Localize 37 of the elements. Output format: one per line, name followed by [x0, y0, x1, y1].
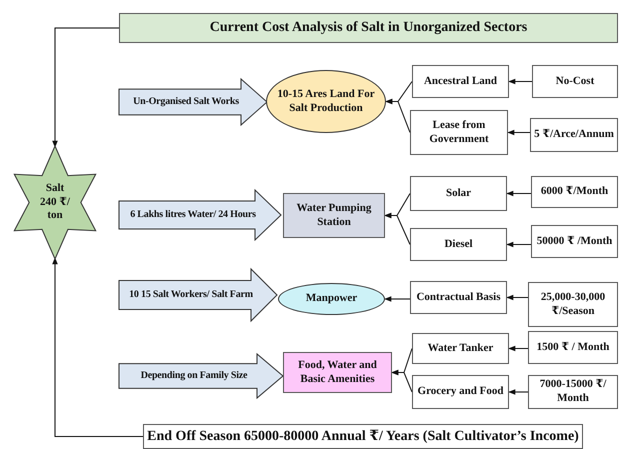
- ellipse-node: 10-15 Ares Land For Salt Production: [266, 70, 386, 133]
- connector-arrow: [506, 294, 528, 300]
- connector-arrow: [391, 370, 412, 392]
- connector-arrow: [508, 346, 528, 352]
- connector-arrow: [506, 190, 532, 196]
- process-box: Water Pumping Station: [283, 193, 385, 238]
- text-box: Diesel: [410, 228, 507, 261]
- text-box: 7000-15000 ₹/ Month: [528, 375, 618, 409]
- connector-arrow: [506, 242, 532, 248]
- text-box: 25,000-30,000 ₹/Season: [528, 282, 618, 327]
- pointed-banner: 6 Lakhs litres Water/ 24 Hours: [119, 190, 281, 240]
- text-box: 6000 ₹/Month: [531, 176, 618, 208]
- connector-arrow: [508, 78, 532, 84]
- text-box: Water Tanker: [412, 333, 509, 364]
- text-box: Grocery and Food: [412, 375, 509, 409]
- connector-arrow: [384, 296, 410, 302]
- connector-arrow: [385, 98, 410, 133]
- connector-arrow: [384, 212, 410, 245]
- income-box: End Off Season 65000-80000 Annual ₹/ Years (Salt Cultivator’s Income): [143, 424, 583, 449]
- connector-arrow: [507, 130, 530, 136]
- pointed-banner: Un-Organised Salt Works: [119, 79, 267, 125]
- connector-arrow: [52, 28, 120, 148]
- text-box: 1500 ₹ / Month: [528, 331, 618, 364]
- title-banner: Current Cost Analysis of Salt in Unorganized Sectors: [119, 13, 618, 43]
- connector-arrow: [52, 257, 144, 437]
- text-box: Contractual Basis: [410, 281, 507, 314]
- text-box: 5 ₹/Arce/Annum: [530, 118, 618, 152]
- ellipse-node: Manpower: [278, 283, 385, 315]
- pointed-banner: 10 15 Salt Workers/ Salt Farm: [119, 269, 277, 321]
- text-box: No-Cost: [532, 65, 618, 98]
- text-box: 50000 ₹ /Month: [531, 225, 618, 258]
- text-box: Lease from Government: [410, 110, 508, 155]
- process-box: Food, Water and Basic Amenities: [283, 352, 392, 393]
- text-box: Solar: [410, 176, 507, 211]
- connector-arrow: [508, 389, 528, 395]
- text-box: Ancestral Land: [412, 65, 509, 98]
- pointed-banner: Depending on Family Size: [119, 354, 283, 398]
